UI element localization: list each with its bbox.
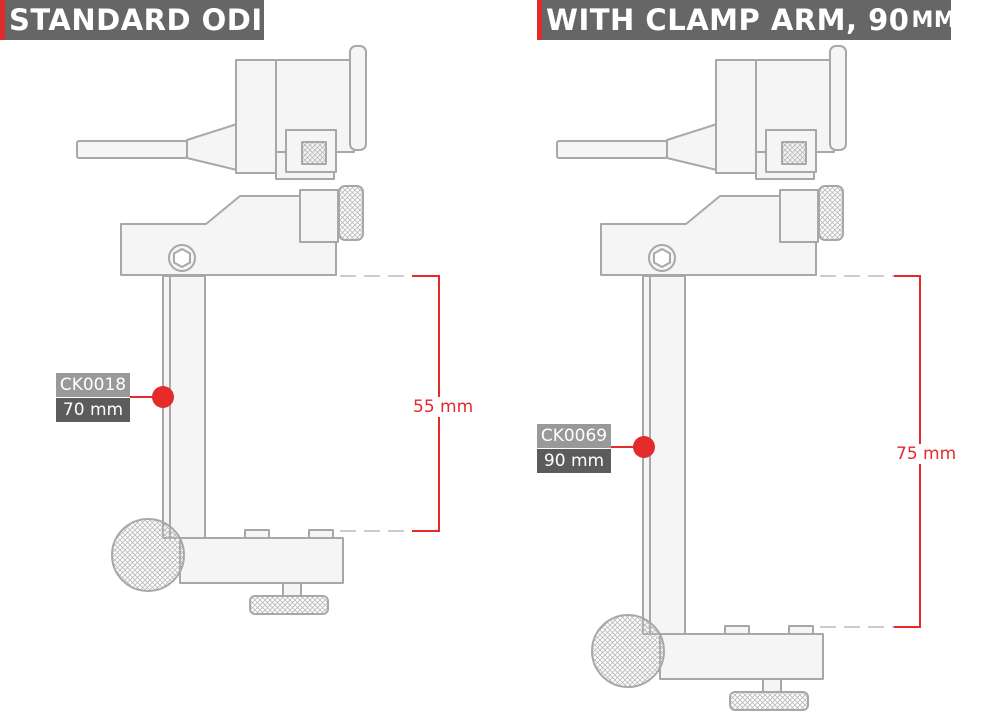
title-standard-odi-text: STANDARD ODI: [9, 3, 263, 37]
cable-strain-relief: [666, 123, 718, 171]
clamp-arm-assembly: [556, 45, 847, 711]
bottom-screw-knob: [729, 691, 809, 711]
title-unit: MM: [911, 7, 957, 33]
bottom-screw-stem: [762, 678, 782, 693]
part-length-label: 90 mm: [537, 449, 611, 473]
title-standard-odi: STANDARD ODI: [0, 0, 264, 40]
hex-socket-icon: [173, 248, 191, 268]
dimension-label: 75 mm: [895, 444, 958, 464]
sensor-flange: [829, 45, 847, 151]
slider-block: [299, 189, 339, 243]
slider-block: [779, 189, 819, 243]
clamp-knob: [591, 614, 665, 688]
standard-odi-assembly: [76, 45, 367, 615]
marker-dot: [633, 436, 655, 458]
title-with-clamp-arm-text: WITH CLAMP ARM, 90: [546, 3, 910, 37]
side-knob: [338, 185, 364, 241]
bottom-screw-knob: [249, 595, 329, 615]
spring: [781, 141, 807, 165]
cable: [76, 140, 188, 159]
cable-strain-relief: [186, 123, 238, 171]
side-knob: [818, 185, 844, 241]
part-code-label: CK0018: [56, 373, 130, 397]
lower-clamp: [179, 537, 344, 584]
sensor-flange: [349, 45, 367, 151]
clamp-notch: [724, 625, 750, 635]
clamp-notch: [244, 529, 270, 539]
part-code-label: CK0069: [537, 424, 611, 448]
marker-dot: [152, 386, 174, 408]
cable: [556, 140, 668, 159]
dimension-label: 55 mm: [412, 397, 475, 417]
spring: [301, 141, 327, 165]
sensor-body: [235, 59, 279, 174]
sensor-body: [715, 59, 759, 174]
clamp-notch: [308, 529, 334, 539]
clamp-knob: [111, 518, 185, 592]
part-length-label: 70 mm: [56, 398, 130, 422]
bottom-screw-stem: [282, 582, 302, 597]
clamp-notch: [788, 625, 814, 635]
hex-socket-icon: [653, 248, 671, 268]
lower-clamp: [659, 633, 824, 680]
